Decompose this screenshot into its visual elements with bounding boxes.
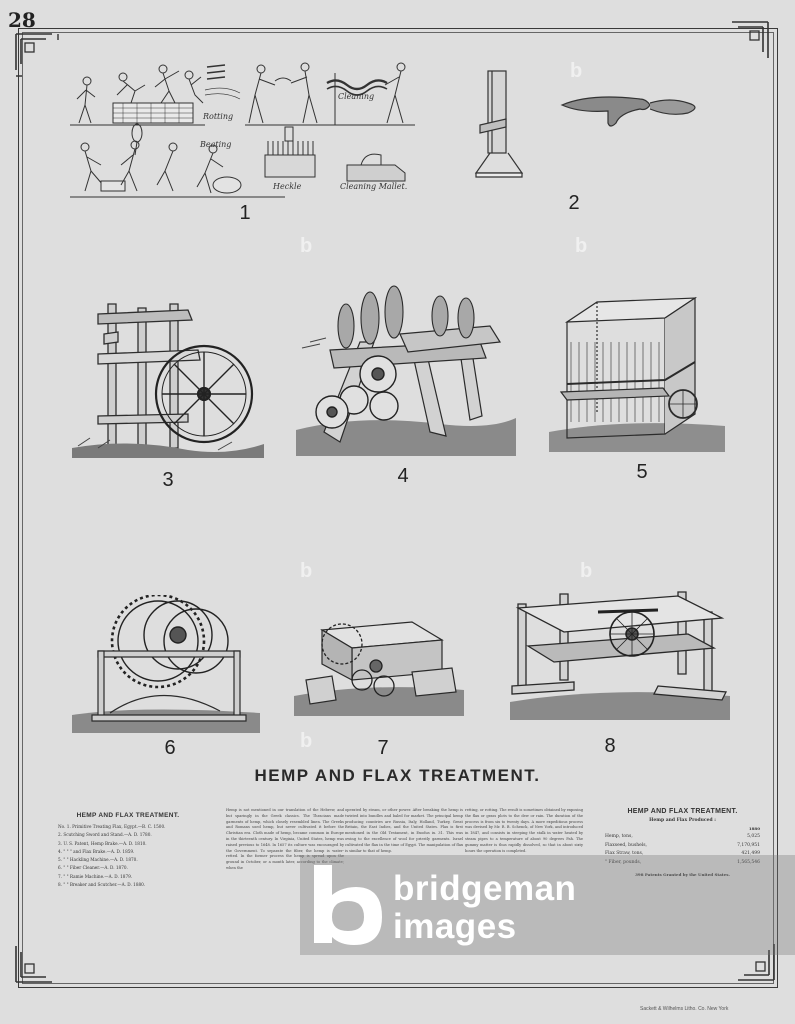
figure-2-illustration <box>470 65 710 185</box>
legend-heading: HEMP AND FLAX TREATMENT. <box>76 812 180 819</box>
stats-row: Hemp, tons, 5,025 <box>605 833 760 842</box>
corner-ornament-bottom-left <box>15 946 52 983</box>
watermark-brand-line1: bridgeman <box>393 869 577 908</box>
svg-text:b: b <box>308 861 309 862</box>
figure-legend: HEMP AND FLAX TREATMENT. No. 1. Primitiv… <box>58 812 198 889</box>
lithographer-credit: Sackett & Wilhelms Litho. Co. New York <box>640 1006 729 1012</box>
caption-beating: Beating <box>199 140 231 149</box>
figure-6-illustration <box>70 595 265 735</box>
watermark-mark: b <box>300 730 313 752</box>
page-border <box>18 28 778 988</box>
watermark-mark: b <box>570 60 583 82</box>
watermark-banner: b bridgeman images <box>300 855 795 955</box>
stats-heading: HEMP AND FLAX TREATMENT. <box>627 808 738 815</box>
stats-footnote: 398 Patents Granted by the United States… <box>635 872 730 877</box>
legend-item: 5. " " Hackling Machine.—A. D. 1870. <box>58 857 138 863</box>
figure-label-1: 1 <box>239 202 251 224</box>
legend-item: 6. " " Fiber Cleaner.—A. D. 1870. <box>58 865 128 871</box>
legend-item: 2. Scutching Sword and Stand.—A. D. 1780… <box>58 832 152 838</box>
page-border-inner <box>22 32 774 984</box>
figure-4-illustration <box>290 282 520 462</box>
stats-year: 1880 <box>748 826 760 831</box>
page-number: 28 <box>8 8 36 32</box>
figure-label-4: 4 <box>397 465 409 487</box>
corner-ornament-top-right <box>732 21 769 58</box>
stats-value: 421,499 <box>741 851 760 856</box>
caption-rotting: Rotting <box>202 112 233 121</box>
text-column-3: retting, or rotting. The result is somet… <box>465 808 583 854</box>
legend-item: 8. " " Breaker and Scutcher.—A. D. 1880. <box>58 882 146 888</box>
figure-label-8: 8 <box>604 735 616 757</box>
stats-subheading: Hemp and Flax Produced : <box>649 818 716 823</box>
caption-cleaning: Cleaning <box>338 92 374 101</box>
figure-label-7: 7 <box>377 737 389 759</box>
figure-label-2: 2 <box>568 192 580 214</box>
caption-cleaning-mallet: Cleaning Mallet. <box>340 182 407 191</box>
legend-item: 4. " " " and Flax Brake.—A. D. 1859. <box>58 848 135 854</box>
stats-label: Flaxseed, bushels, <box>605 842 647 848</box>
corner-ornament-bottom-right <box>738 944 775 981</box>
watermark-mark: b <box>575 235 588 257</box>
legend-item: 3. U. S. Patent, Hemp Brake.—A. D. 1810. <box>58 840 147 846</box>
text-column-1: Hemp is not mentioned in our translation… <box>226 808 344 872</box>
figure-1-illustration: Rotting Cleaning Beating Heckle Cleaning… <box>65 55 425 205</box>
stats-label: " Fiber, pounds, <box>605 859 642 865</box>
column-text: operated by steam, or other power. After… <box>345 808 463 853</box>
stats-row: " Fiber, pounds, 1,565,546 <box>605 859 760 868</box>
figure-7-illustration <box>292 610 467 720</box>
production-statistics: HEMP AND FLAX TREATMENT. Hemp and Flax P… <box>605 808 760 877</box>
text-column-2: operated by steam, or other power. After… <box>345 808 463 854</box>
watermark-brand-line2: images <box>393 907 517 946</box>
stats-row: Flaxseed, bushels, 7,170,951 <box>605 842 760 851</box>
stats-value: 5,025 <box>747 834 760 839</box>
column-text: retting, or rotting. The result is somet… <box>465 808 583 853</box>
stats-label: Hemp, tons, <box>605 834 633 839</box>
legend-item: No. 1. Primitive Treating Flax, Egypt.—B… <box>58 824 166 829</box>
corner-ornament-top-left <box>15 33 59 77</box>
stats-value: 7,170,951 <box>737 842 760 848</box>
bridgeman-logo-icon: b <box>308 861 382 945</box>
stats-label: Flax Straw, tons, <box>605 851 644 856</box>
figure-label-6: 6 <box>164 737 176 759</box>
watermark-mark: b <box>300 235 313 257</box>
watermark-mark: b <box>300 560 313 582</box>
stats-value: 1,565,546 <box>737 859 760 865</box>
figure-label-3: 3 <box>162 469 174 491</box>
figure-5-illustration <box>545 292 730 457</box>
caption-heckle: Heckle <box>272 182 302 191</box>
page-title: HEMP AND FLAX TREATMENT. <box>254 766 541 785</box>
figure-3-illustration <box>68 298 268 463</box>
watermark-mark: b <box>580 560 593 582</box>
column-text: Hemp is not mentioned in our translation… <box>226 808 344 870</box>
figure-8-illustration <box>508 582 733 722</box>
legend-item: 7. " " Ramie Machine.—A. D. 1879. <box>58 873 133 879</box>
figure-label-5: 5 <box>636 461 648 483</box>
stats-row: Flax Straw, tons, 421,499 <box>605 850 760 859</box>
